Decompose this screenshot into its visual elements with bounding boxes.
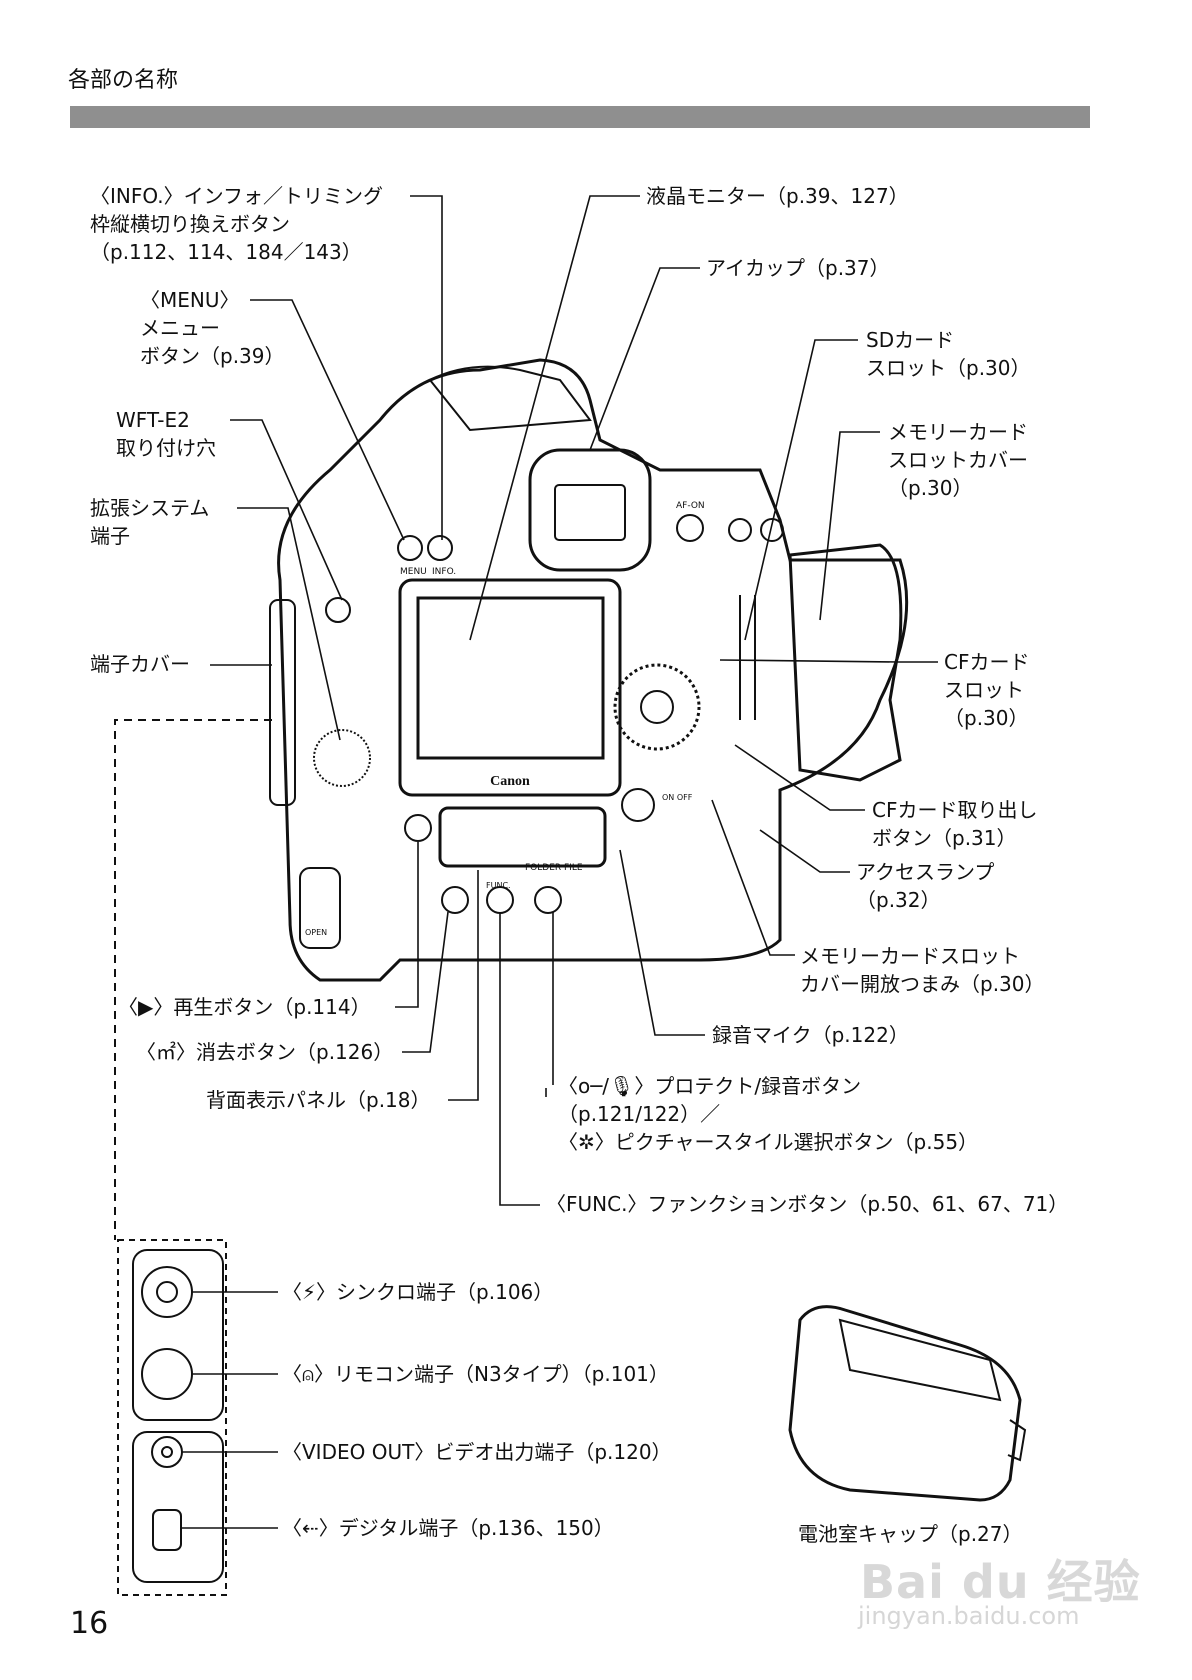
digital-terminal-shape <box>152 1509 182 1551</box>
grip-open-latch <box>299 867 341 949</box>
remote-terminal-shape <box>141 1348 193 1400</box>
protect-btn-shape <box>534 886 562 914</box>
power-switch <box>621 788 655 822</box>
cf-slot-label: CFカードスロット（p.30） <box>944 650 1030 730</box>
video-terminal-shape <box>151 1436 183 1468</box>
watermark-logo: Bai du 经验 <box>860 1555 1141 1609</box>
slot-cover-knob-label: メモリーカードスロットカバー開放つまみ（p.30） <box>800 944 1045 996</box>
section-title: 各部の名称 <box>68 68 179 93</box>
quick-dial <box>613 663 701 751</box>
menu-mark: MENU <box>400 567 427 577</box>
cf-eject-label: CFカード取り出しボタン（p.31） <box>872 798 1038 850</box>
pc-terminal-shape <box>141 1266 193 1318</box>
func-btn-shape <box>486 886 514 914</box>
battery-cap-shape <box>788 1305 1022 1502</box>
remote-terminal-label: 〈⍝〉リモコン端子（N3タイプ）（p.101） <box>282 1362 669 1386</box>
svg-text:FUNC.: FUNC. <box>486 881 511 890</box>
canon-logo: Canon <box>490 774 530 789</box>
erase-button-label: 〈㎡〉消去ボタン（p.126） <box>136 1040 394 1064</box>
eyecup-label: アイカップ（p.37） <box>706 256 890 280</box>
af-on-shape <box>676 514 704 542</box>
ext-terminal-shape <box>313 729 371 787</box>
digital-terminal-label: 〈⇠〉デジタル端子（p.136、150） <box>282 1516 614 1540</box>
ext-terminal-label: 拡張システム端子 <box>90 496 210 548</box>
onoff-mark: ON OFF <box>662 793 693 802</box>
watermark-url: jingyan.baidu.com <box>858 1602 1080 1630</box>
func-button-label: 〈FUNC.〉ファンクションボタン（p.50、61、67、71） <box>546 1192 1069 1216</box>
eyecup-shape <box>528 448 652 572</box>
prism <box>428 365 592 432</box>
title-bar <box>70 106 1090 128</box>
slot-cover-label: メモリーカードスロットカバー（p.30） <box>888 420 1028 500</box>
slot-cover-door <box>788 543 903 782</box>
protect-button-label: 〈o─/🎙〉プロテクト/録音ボタン（p.121/122）／〈✲〉ピクチャースタイ… <box>558 1074 979 1154</box>
info-mark: INFO. <box>432 567 456 577</box>
play-btn-shape <box>404 814 432 842</box>
microphone-label: 録音マイク（p.122） <box>712 1023 909 1047</box>
svg-text:OPEN: OPEN <box>305 928 327 937</box>
af-on-mark: AF-ON <box>676 501 705 511</box>
info-btn-shape <box>427 535 453 561</box>
lcd-monitor-label: 液晶モニター（p.39、127） <box>646 184 909 208</box>
video-terminal-label: 〈VIDEO OUT〉ビデオ出力端子（p.120） <box>282 1440 672 1464</box>
camera-body <box>277 358 909 982</box>
sd-slot-label: SDカードスロット（p.30） <box>866 328 1031 380</box>
svg-text:FOLDER FILE: FOLDER FILE <box>525 863 583 873</box>
menu-button-label: 〈MENU〉メニューボタン（p.39） <box>140 288 285 368</box>
info-button-label: 〈INFO.〉インフォ／トリミング枠縦横切り換えボタン（p.112、114、18… <box>90 184 384 264</box>
viewfinder <box>554 484 626 541</box>
menu-btn-shape <box>397 535 423 561</box>
terminal-cover-shape <box>269 599 296 806</box>
page-number: 16 <box>70 1606 109 1641</box>
erase-btn-shape <box>441 886 469 914</box>
dashed-link <box>114 719 272 1240</box>
lcd-screen <box>416 596 605 760</box>
rear-panel-label: 背面表示パネル（p.18） <box>206 1088 431 1112</box>
terminal-cover-label: 端子カバー <box>90 652 190 676</box>
playback-button-label: 〈▶〉再生ボタン（p.114） <box>118 995 371 1019</box>
rear-display-panel <box>438 806 607 868</box>
access-lamp-label: アクセスランプ（p.32） <box>856 860 995 912</box>
battery-cap-label: 電池室キャップ（p.27） <box>798 1522 1023 1546</box>
terminal-detail-box <box>117 1239 227 1596</box>
leader-lines <box>210 195 938 1206</box>
pc-terminal-label: 〈⚡〉シンクロ端子（p.106） <box>282 1280 554 1304</box>
